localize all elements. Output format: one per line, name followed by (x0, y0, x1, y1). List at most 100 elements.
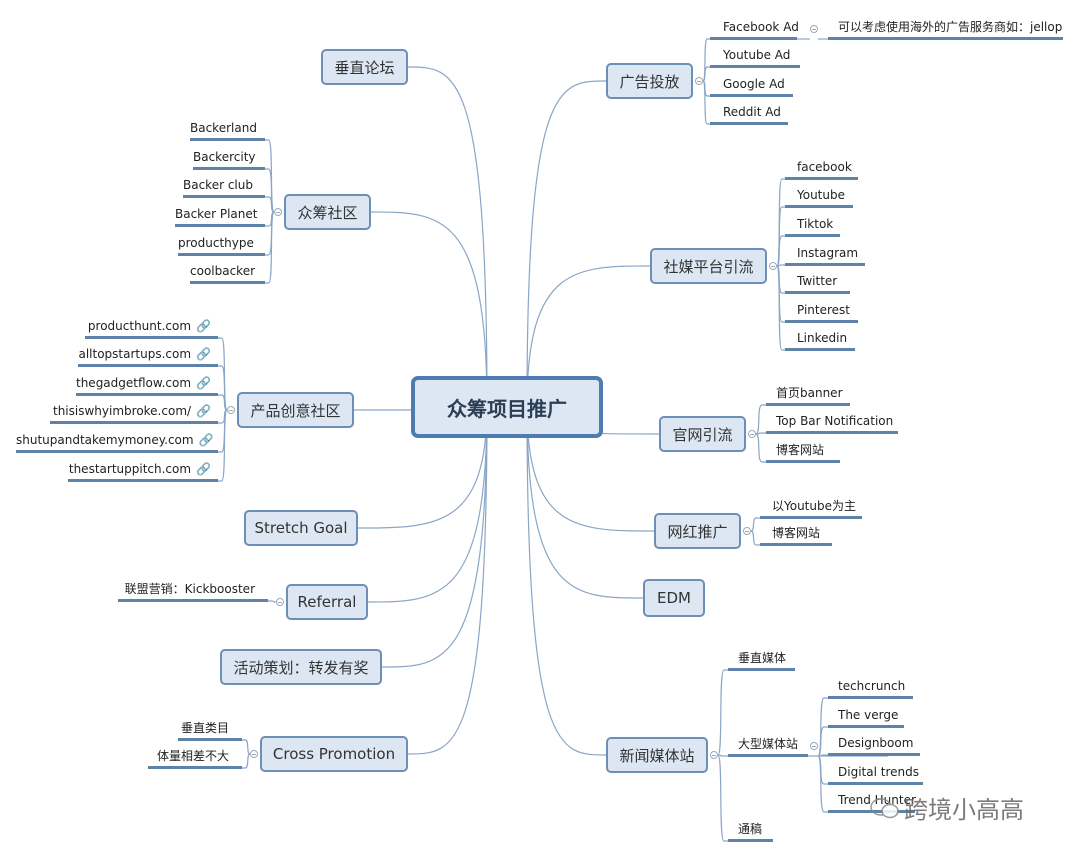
link-icon[interactable]: 🔗 (196, 347, 211, 361)
leaf-item[interactable]: Reddit Ad (710, 103, 788, 125)
subleaf-item[interactable]: Digital trends (828, 763, 923, 785)
leaf-item[interactable]: 以Youtube为主 (760, 497, 862, 519)
topic-2[interactable]: 社媒平台引流 (650, 248, 767, 284)
leaf-item[interactable]: 博客网站 (766, 441, 840, 463)
collapse-toggle-icon[interactable] (276, 598, 284, 606)
subleaf-item[interactable]: Designboom (828, 734, 920, 756)
subleaf-item[interactable]: The verge (828, 706, 904, 728)
leaf-label: 通稿 (738, 822, 763, 836)
leaf-item[interactable]: thegadgetflow.com 🔗 (76, 374, 218, 396)
link-icon[interactable]: 🔗 (196, 319, 211, 333)
topic-9[interactable]: 产品创意社区 (237, 392, 354, 428)
topic-8[interactable]: 众筹社区 (284, 194, 371, 230)
leaf-item[interactable]: Google Ad (710, 75, 793, 97)
collapse-toggle-icon[interactable] (274, 208, 282, 216)
leaf-label: thegadgetflow.com (76, 376, 192, 390)
leaf-connector (265, 139, 275, 213)
leaf-item[interactable]: Top Bar Notification (766, 412, 898, 434)
leaf-item[interactable]: shutupandtakemymoney.com🔗 (16, 431, 218, 453)
leaf-item[interactable]: alltopstartups.com🔗 (78, 345, 218, 367)
topic-6[interactable]: 新闻媒体站 (606, 737, 708, 773)
topic-10[interactable]: Stretch Goal (244, 510, 358, 546)
collapse-toggle-icon[interactable] (710, 751, 718, 759)
leaf-label: producthunt.com (87, 319, 192, 333)
leaf-item[interactable]: 体量相差不大 (148, 747, 242, 769)
leaf-item[interactable]: Backerland (190, 119, 265, 141)
link-icon[interactable]: 🔗 (196, 376, 211, 390)
leaf-item[interactable]: 联盟营销：Kickbooster (118, 580, 268, 602)
leaf-item[interactable]: Linkedin (785, 329, 855, 351)
topic-11[interactable]: Referral (286, 584, 368, 620)
leaf-item[interactable]: Twitter (785, 272, 850, 294)
leaf-connector (702, 38, 710, 82)
topic-7[interactable]: 垂直论坛 (321, 49, 408, 85)
leaf-connector (776, 178, 785, 267)
topic-connector (526, 265, 651, 407)
topic-3[interactable]: 官网引流 (659, 416, 746, 452)
leaf-item[interactable]: Youtube Ad (710, 46, 800, 68)
topic-connector (526, 80, 607, 407)
topic-1[interactable]: 广告投放 (606, 63, 693, 99)
central-topic[interactable]: 众筹项目推广 (411, 376, 603, 438)
leaf-connector (776, 235, 785, 267)
leaf-label: Facebook Ad (723, 20, 799, 34)
leaf-item[interactable]: Instagram (785, 244, 865, 266)
link-icon[interactable]: 🔗 (196, 462, 211, 476)
collapse-toggle-icon[interactable] (743, 527, 751, 535)
leaf-item[interactable]: Backercity (193, 148, 265, 170)
collapse-toggle-icon[interactable] (810, 25, 818, 33)
leaf-label: Backer Planet (175, 207, 258, 221)
collapse-toggle-icon[interactable] (769, 262, 777, 270)
leaf-item[interactable]: coolbacker (190, 262, 265, 284)
topic-12[interactable]: 活动策划：转发有奖 (220, 649, 382, 685)
collapse-toggle-icon[interactable] (810, 742, 818, 750)
leaf-label: 联盟营销：Kickbooster (124, 582, 255, 596)
leaf-label: 博客网站 (772, 526, 821, 540)
collapse-toggle-icon[interactable] (227, 406, 235, 414)
collapse-toggle-icon[interactable] (695, 77, 703, 85)
subleaf-item[interactable]: techcrunch (828, 677, 913, 699)
leaf-item[interactable]: facebook (785, 158, 858, 180)
leaf-connector (717, 754, 728, 757)
leaf-item[interactable]: Backer club (183, 176, 265, 198)
subleaf-item[interactable]: Trend Hunter (828, 791, 916, 813)
leaf-item[interactable]: Youtube (785, 186, 853, 208)
leaf-item[interactable]: Tiktok (785, 215, 840, 237)
leaf-item[interactable]: 通稿 (728, 820, 773, 842)
leaf-item[interactable]: thestartuppitch.com🔗 (68, 460, 218, 482)
leaf-label: coolbacker (190, 264, 256, 278)
topic-13[interactable]: Cross Promotion (260, 736, 408, 772)
subleaf-connector (817, 726, 828, 757)
link-icon[interactable]: 🔗 (196, 404, 211, 418)
watermark: 跨境小高高 (870, 790, 1024, 825)
leaf-label: Youtube Ad (723, 48, 791, 62)
leaf-label: Google Ad (723, 77, 785, 91)
leaf-note[interactable]: 可以考虑使用海外的广告服务商如：jellop (828, 18, 1063, 40)
link-icon[interactable]: 🔗 (198, 433, 214, 447)
collapse-toggle-icon[interactable] (748, 430, 756, 438)
leaf-item[interactable]: thisiswhyimbroke.com/🔗 (50, 402, 218, 424)
leaf-connector (755, 433, 766, 463)
watermark-text: 跨境小高高 (904, 796, 1024, 824)
leaf-item[interactable]: producthype (178, 234, 265, 256)
topic-connector (526, 405, 607, 756)
leaf-connector (717, 669, 728, 756)
leaf-item[interactable]: 首页banner (766, 384, 850, 406)
leaf-item[interactable]: 大型媒体站 (728, 735, 808, 757)
leaf-label: 以Youtube为主 (772, 499, 856, 513)
leaf-item[interactable]: Backer Planet (175, 205, 265, 227)
leaf-label: Backer club (183, 178, 253, 192)
topic-5[interactable]: EDM (643, 579, 705, 617)
leaf-item[interactable]: Pinterest (785, 301, 858, 323)
topic-connector (526, 405, 655, 532)
topic-4[interactable]: 网红推广 (654, 513, 741, 549)
leaf-item[interactable]: 垂直类目 (178, 719, 242, 741)
leaf-item[interactable]: 博客网站 (760, 524, 832, 546)
leaf-item[interactable]: 垂直媒体 (728, 649, 795, 671)
leaf-item[interactable]: producthunt.com 🔗 (85, 317, 218, 339)
topic-connector (367, 405, 488, 603)
leaf-label: 垂直媒体 (738, 651, 787, 665)
leaf-item[interactable]: Facebook Ad (710, 18, 799, 40)
collapse-toggle-icon[interactable] (250, 750, 258, 758)
